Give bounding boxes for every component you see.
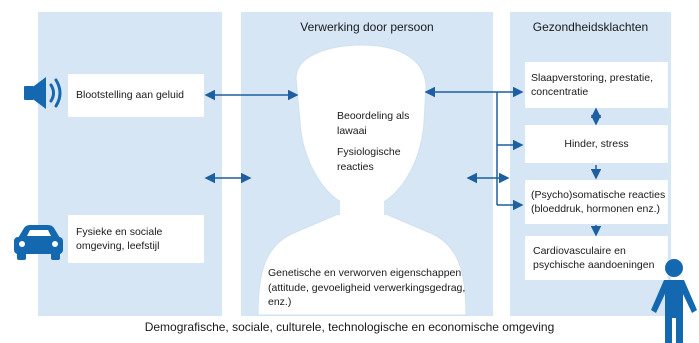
environment-label: Fysieke en sociale omgeving, leefstijl: [76, 225, 163, 252]
physiological-reactions-text: Fysiologische reacties: [337, 146, 401, 173]
sleep-disturbance-box: Slaapverstoring, prestatie, concentratie: [525, 62, 668, 108]
footer-text: Demografische, sociale, culturele, techn…: [144, 320, 555, 334]
traits-text: Genetische en verworven eigenschappen (a…: [268, 267, 466, 309]
environment-box: Fysieke en sociale omgeving, leefstijl: [68, 215, 204, 263]
middle-column-header: Verwerking door persoon: [300, 20, 434, 34]
sleep-disturbance-label: Slaapverstoring, prestatie, concentratie: [531, 71, 653, 98]
cardiovascular-label: Cardiovasculaire en psychische aandoenin…: [533, 244, 655, 271]
psychosomatic-box: (Psycho)somatische reacties (bloeddruk, …: [525, 180, 668, 224]
annoyance-box: Hinder, stress: [525, 125, 668, 163]
noise-assessment-text: Beoordeling als lawaai: [337, 110, 410, 137]
annoyance-label: Hinder, stress: [564, 137, 629, 150]
cardiovascular-box: Cardiovasculaire en psychische aandoenin…: [525, 236, 668, 280]
right-column-header: Gezondheidsklachten: [532, 20, 649, 34]
noise-exposure-box: Blootstelling aan geluid: [68, 74, 204, 117]
psychosomatic-label: (Psycho)somatische reacties (bloeddruk, …: [531, 188, 666, 215]
noise-exposure-label: Blootstelling aan geluid: [76, 89, 184, 102]
left-panel: [38, 12, 222, 316]
